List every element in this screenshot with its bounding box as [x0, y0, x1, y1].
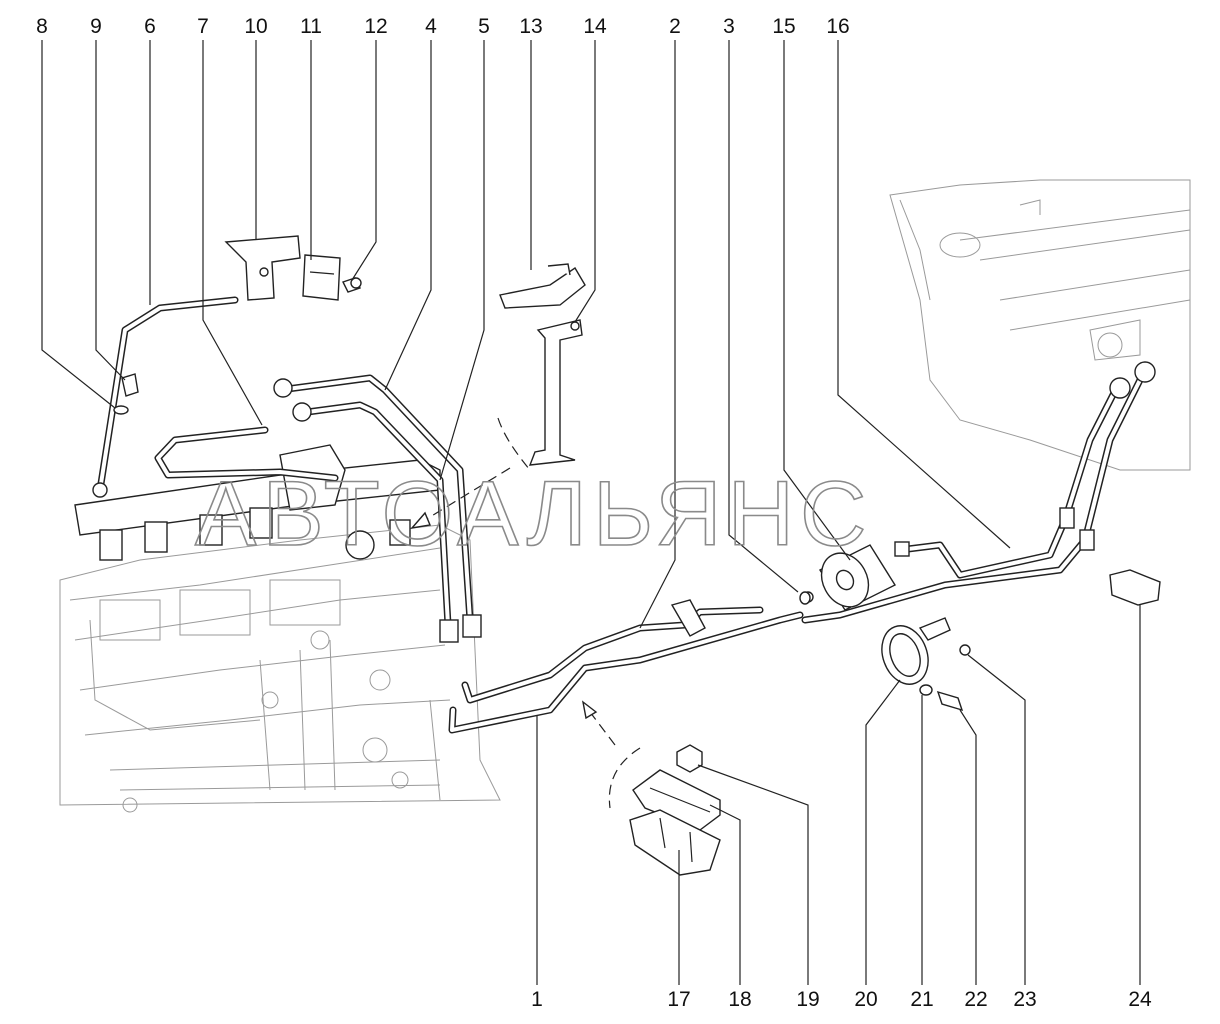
- callout-4: 4: [425, 15, 437, 38]
- view-arrows: [410, 417, 641, 809]
- fuel-tank: [889, 179, 1191, 471]
- watermark-text: АВТОАЛЬЯНС: [195, 463, 873, 565]
- callout-5: 5: [478, 15, 490, 38]
- callout-3: 3: [723, 15, 735, 38]
- callout-12: 12: [364, 15, 387, 38]
- callout-17: 17: [667, 988, 690, 1011]
- fuel-rail: [74, 444, 441, 561]
- callout-22: 22: [964, 988, 987, 1011]
- leader-lines: [41, 40, 1141, 985]
- callout-11: 11: [300, 15, 322, 38]
- callout-18: 18: [728, 988, 751, 1011]
- callout-13: 13: [519, 15, 542, 38]
- fuel-pipes: [92, 296, 1156, 734]
- callout-23: 23: [1013, 988, 1036, 1011]
- callout-19: 19: [796, 988, 819, 1011]
- callout-14: 14: [583, 15, 607, 38]
- callout-20: 20: [854, 988, 877, 1011]
- engine-block: [59, 524, 501, 813]
- callout-16: 16: [826, 15, 849, 38]
- callout-1: 1: [531, 988, 543, 1011]
- callout-2: 2: [669, 15, 681, 38]
- callout-10: 10: [244, 15, 267, 38]
- small-parts: [113, 235, 1161, 876]
- callout-15: 15: [772, 15, 795, 38]
- callout-labels: 8 9 6 7 10 11 12 4 5 13 14 2 3 15 16 1 1…: [36, 15, 1152, 1011]
- callout-24: 24: [1128, 988, 1152, 1011]
- callout-6: 6: [144, 15, 156, 38]
- callout-9: 9: [90, 15, 102, 38]
- callout-8: 8: [36, 15, 48, 38]
- callout-7: 7: [197, 15, 209, 38]
- callout-21: 21: [910, 988, 933, 1011]
